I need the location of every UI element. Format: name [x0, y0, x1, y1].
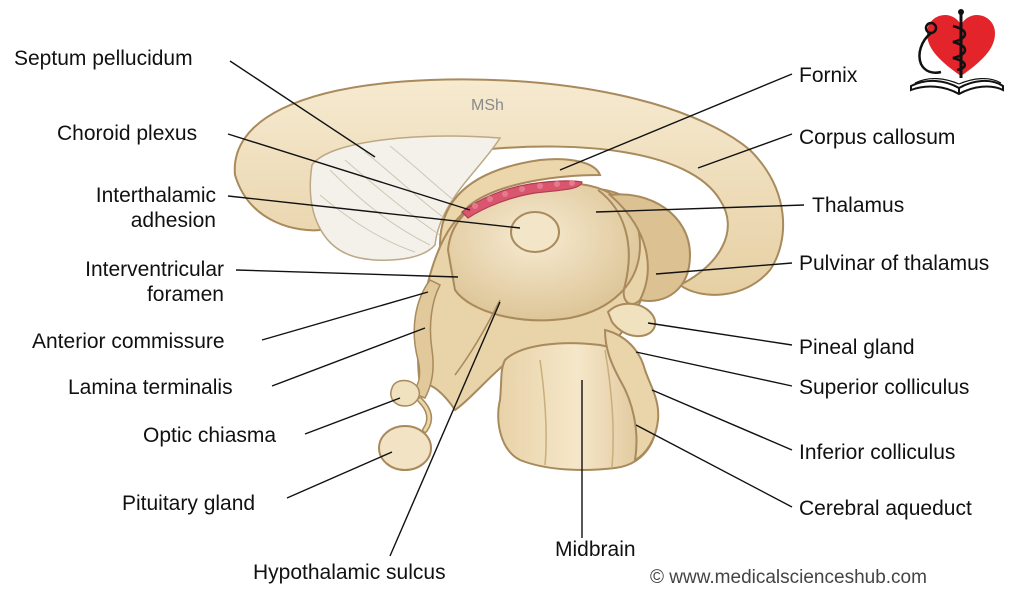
- label-midbrain: Midbrain: [555, 538, 636, 561]
- label-hypothalamic-sulcus: Hypothalamic sulcus: [253, 561, 446, 584]
- label-inferior-colliculus: Inferior colliculus: [799, 441, 956, 464]
- leader-inferior-colliculus: [651, 389, 793, 451]
- pineal-gland-shape: [606, 302, 657, 338]
- label-superior-colliculus: Superior colliculus: [799, 376, 970, 399]
- label-interventricular-foramen-line1: Interventricular: [85, 258, 224, 281]
- label-thalamus: Thalamus: [812, 194, 905, 217]
- label-cerebral-aqueduct: Cerebral aqueduct: [799, 497, 972, 520]
- choroid-plexus-shape: [461, 180, 583, 219]
- leader-pulvinar: [655, 262, 793, 275]
- book-icon: [910, 80, 1004, 96]
- label-pulvinar-of-thalamus: Pulvinar of thalamus: [799, 252, 990, 275]
- leader-pituitary-gland: [286, 451, 393, 499]
- copyright-text: © www.medicalscienceshub.com: [650, 567, 927, 588]
- label-interthalamic-adhesion-line1: Interthalamic: [95, 184, 216, 207]
- leader-lamina-terminalis: [271, 327, 426, 387]
- label-fornix: Fornix: [799, 64, 858, 87]
- leader-hypothalamic-sulcus: [389, 301, 501, 557]
- leader-fornix: [559, 73, 793, 171]
- label-pineal-gland: Pineal gland: [799, 336, 915, 359]
- label-pituitary-gland: Pituitary gland: [122, 492, 256, 515]
- leader-choroid-plexus: [227, 133, 471, 211]
- pituitary-gland-shape: [378, 425, 432, 471]
- leader-superior-colliculus: [635, 351, 793, 387]
- label-interthalamic-adhesion-line2: adhesion: [130, 209, 216, 232]
- label-optic-chiasma: Optic chiasma: [143, 424, 277, 447]
- tectum-shape: [603, 328, 660, 462]
- leader-corpus-callosum: [697, 133, 793, 169]
- septum-pellucidum-shape: [309, 135, 502, 261]
- interthalamic-adhesion-shape: [510, 211, 560, 253]
- leader-septum-pellucidum: [229, 60, 376, 158]
- leader-pineal-gland: [647, 322, 793, 346]
- label-lamina-terminalis: Lamina terminalis: [68, 376, 233, 399]
- heart-caduceus-book-logo: [910, 9, 1004, 96]
- watermark-text: MSh: [471, 97, 504, 114]
- label-septum-pellucidum: Septum pellucidum: [14, 47, 193, 70]
- label-choroid-plexus: Choroid plexus: [57, 122, 198, 145]
- leader-cerebral-aqueduct: [635, 424, 793, 508]
- midbrain-shape: [497, 342, 657, 471]
- leader-anterior-commissure: [261, 291, 429, 341]
- label-corpus-callosum: Corpus callosum: [799, 126, 956, 149]
- label-interventricular-foramen-line2: foramen: [146, 283, 224, 306]
- pulvinar-shape: [607, 193, 692, 302]
- leader-optic-chiasma: [304, 397, 401, 435]
- leader-interthalamic-adhesion: [227, 195, 521, 229]
- leader-thalamus: [595, 204, 805, 213]
- label-anterior-commissure: Anterior commissure: [32, 330, 225, 353]
- leader-interventricular-foramen: [235, 269, 459, 278]
